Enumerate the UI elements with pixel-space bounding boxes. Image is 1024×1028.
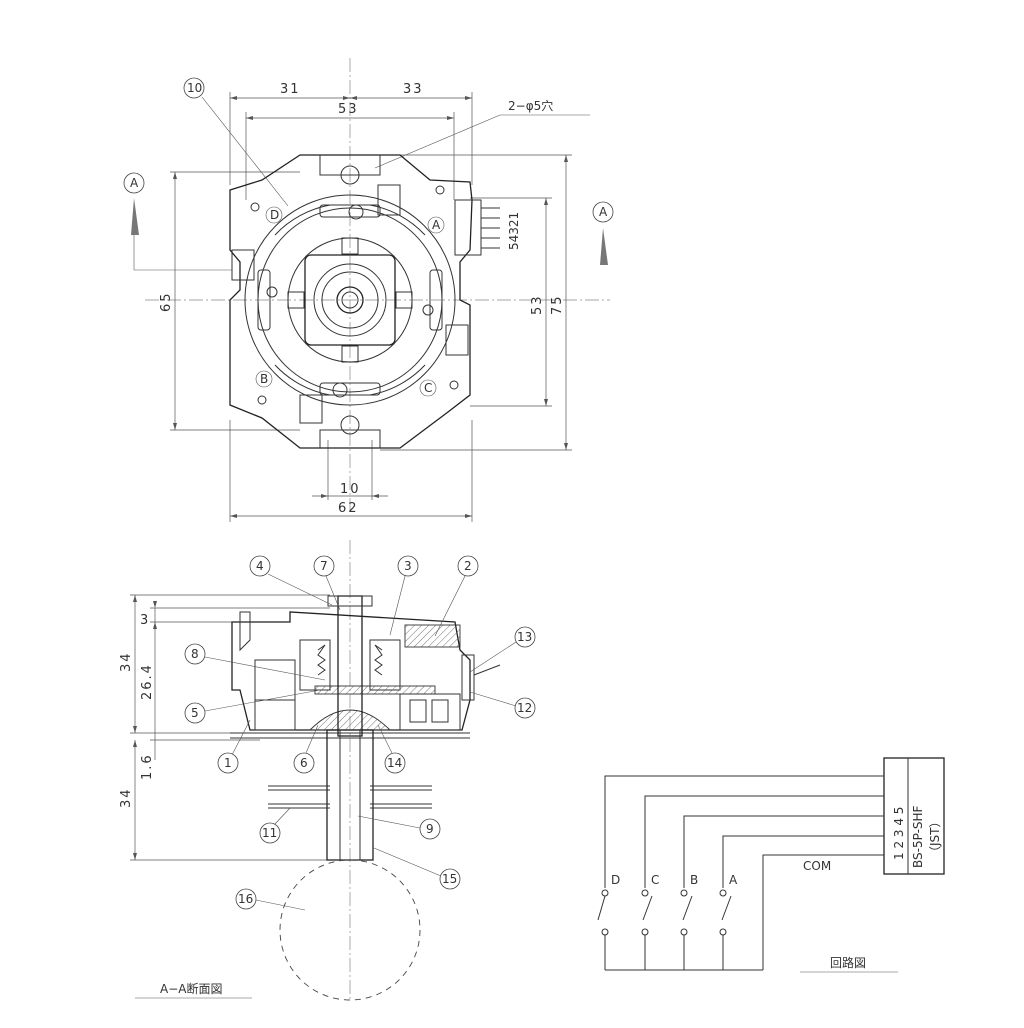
dim-34-upper-label: 34: [119, 651, 134, 672]
dim-65-label: 65: [159, 291, 174, 312]
section-body: [230, 611, 501, 739]
pin-numbers-label: 54321: [507, 212, 521, 250]
joystick-body-plan: [229, 154, 500, 449]
ref-14-label: 14: [387, 756, 402, 770]
switch-a-label: A: [729, 873, 738, 887]
connector-name-label: BS-5P-SHF: [911, 805, 925, 868]
dim-34-lower-label: 34: [119, 787, 134, 808]
dim-right-53-75: 53 75: [380, 154, 572, 451]
ref-7-label: 7: [320, 559, 328, 573]
circuit-diagram: 1 2 3 4 5 BS-5P-SHF （JST） D C: [597, 757, 945, 973]
section-marker-right-label: A: [599, 205, 608, 219]
section-title: A−A断面図: [160, 981, 222, 996]
dim-53-vert-label: 53: [530, 294, 545, 315]
quadrant-a-label: A: [432, 218, 441, 232]
dim-bottom: 10 62: [229, 420, 473, 522]
dim-10-label: 10: [340, 482, 361, 497]
switch-c-label: C: [651, 873, 659, 887]
quadrant-labels: D A B C: [255, 206, 445, 397]
dim-75-label: 75: [550, 294, 565, 315]
hole-note: 2−φ5穴: [374, 98, 590, 169]
dim-top-53: 53: [245, 102, 455, 200]
ref-1-label: 1: [224, 756, 232, 770]
dim-3-label: 3: [140, 613, 150, 628]
connector-maker-label: （JST）: [928, 816, 942, 859]
switch-b-label: B: [690, 873, 698, 887]
dim-left-65: 65: [159, 171, 300, 431]
switch-a: A: [719, 873, 738, 970]
dim-top-31-33: 31 33: [229, 82, 473, 185]
ref-10: 10: [183, 77, 289, 207]
ref-16-label: 16: [238, 892, 253, 906]
dim-62-label: 62: [338, 501, 359, 516]
dim-53-label: 53: [338, 102, 359, 117]
com-label: COM: [803, 859, 831, 873]
ref-12-label: 12: [517, 701, 532, 715]
section-marker-right: A: [592, 201, 614, 265]
ref-6-label: 6: [300, 756, 308, 770]
ref-13-label: 13: [517, 630, 532, 644]
dim-33-label: 33: [403, 82, 424, 97]
hole-note-label: 2−φ5穴: [508, 98, 553, 113]
part-reference-bubbles: 4 7 3 2 13 8 12 5 1: [184, 555, 536, 911]
dim-1-6-label: 1.6: [140, 753, 155, 780]
quadrant-d-label: D: [270, 208, 279, 222]
ref-5-label: 5: [191, 706, 199, 720]
ref-9-label: 9: [426, 822, 434, 836]
section-marker-left-label: A: [130, 176, 139, 190]
dim-31-label: 31: [280, 82, 301, 97]
circuit-title: 回路図: [830, 955, 866, 970]
top-view: 31 33 53 2−φ5穴 10 A: [123, 58, 614, 522]
section-dims: 34 3 26.4 1.6 34: [119, 594, 330, 861]
ref-8-label: 8: [191, 647, 199, 661]
ref-4-label: 4: [256, 559, 264, 573]
dim-26-4-label: 26.4: [140, 663, 155, 700]
ball-top-outline: [279, 859, 421, 1001]
quadrant-c-label: C: [424, 381, 432, 395]
quadrant-b-label: B: [260, 372, 268, 386]
switch-c: C: [641, 873, 659, 970]
ref-2-label: 2: [464, 559, 472, 573]
ref-15-label: 15: [442, 872, 457, 886]
connector-pins-label: 1 2 3 4 5: [892, 807, 906, 860]
switch-b: B: [680, 873, 698, 970]
ref-3-label: 3: [404, 559, 412, 573]
section-view: 34 3 26.4 1.6 34: [119, 540, 536, 1001]
switch-d: D: [597, 873, 620, 970]
ref-10-label: 10: [187, 81, 202, 95]
ref-11-label: 11: [262, 826, 277, 840]
switch-d-label: D: [611, 873, 620, 887]
section-shaft: [268, 595, 432, 861]
section-marker-left: A: [123, 172, 232, 271]
